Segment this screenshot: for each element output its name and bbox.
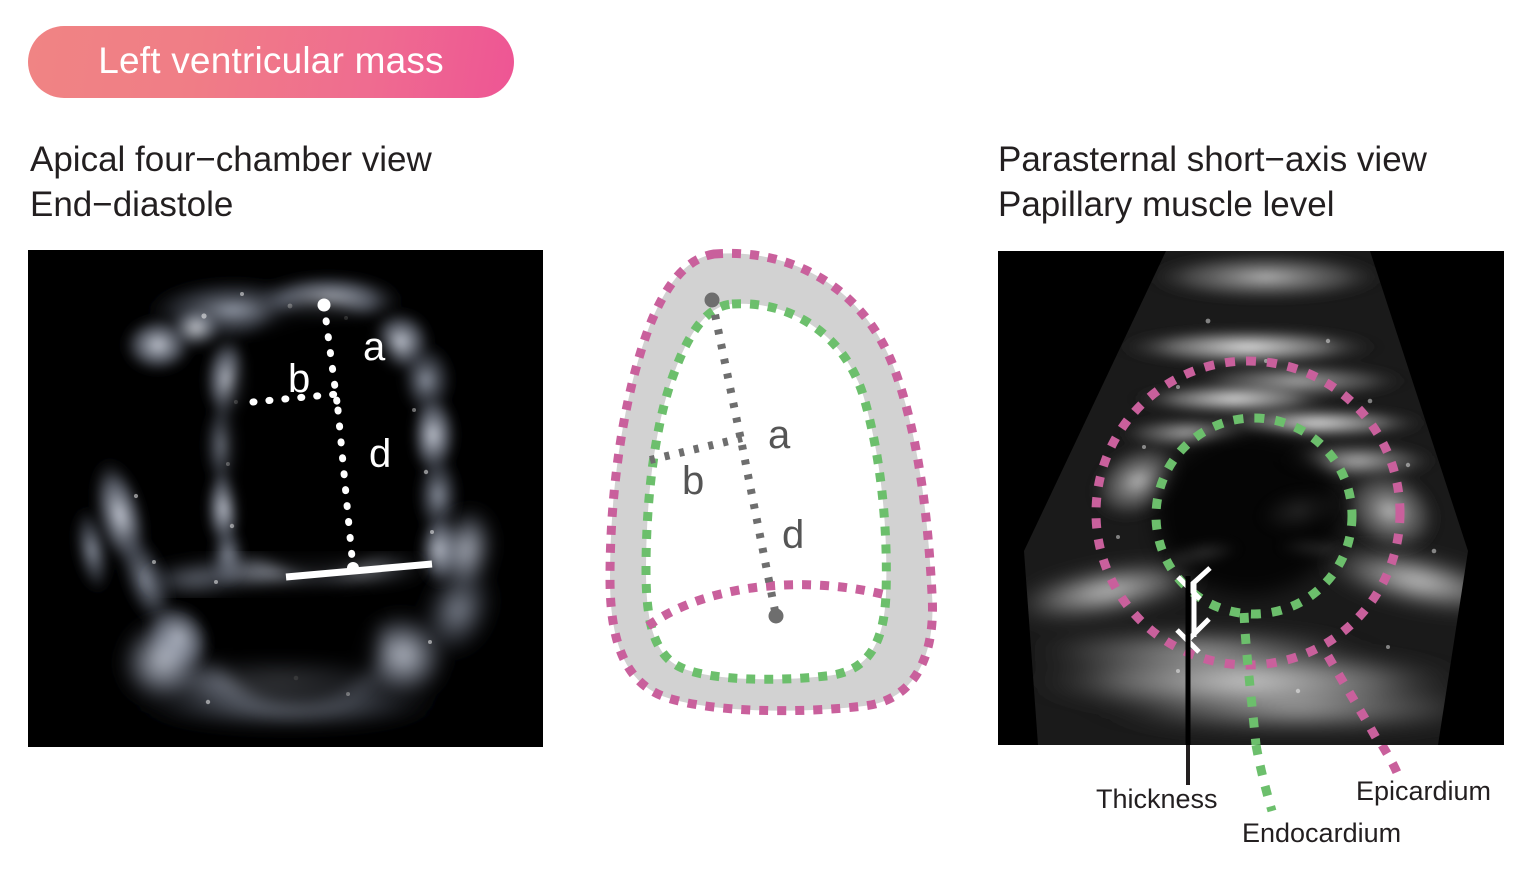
title-badge: Left ventricular mass [28, 26, 514, 98]
callout-label-thickness: Thickness [1096, 784, 1218, 814]
echo-image-parasternal-short-axis [998, 251, 1504, 745]
measurement-line-a [708, 299, 746, 446]
echo-image-apical-four-chamber: a b d [28, 250, 543, 747]
thickness-leader-extension [1186, 745, 1190, 785]
measurement-label-d: d [369, 432, 391, 476]
mitral-annulus-line [285, 560, 433, 581]
endocardium-leader-line [1239, 612, 1261, 745]
echo-tissue-texture [28, 250, 543, 747]
title-badge-label: Left ventricular mass [98, 40, 444, 81]
measurement-endpoint-base [768, 608, 784, 624]
epicardium-leader-line [1324, 653, 1384, 745]
measurement-line-b [649, 434, 743, 464]
measurement-endpoint-apex [317, 298, 331, 312]
epicardium-outline [1091, 356, 1405, 670]
callout-label-endocardium: Endocardium [1242, 818, 1402, 848]
callout-label-epicardium: Epicardium [1356, 776, 1492, 806]
measurement-label-a: a [363, 325, 386, 369]
measurement-endpoint-apex [704, 292, 720, 308]
measurement-label-b: b [288, 357, 310, 401]
endocardium-outline [641, 299, 891, 684]
mitral-annulus-arc [645, 580, 892, 630]
panel-heading-right: Parasternal short−axis view Papillary mu… [998, 140, 1427, 225]
measurement-label-b: b [682, 459, 704, 503]
endocardium-outline [1151, 413, 1357, 619]
measurement-line-b [249, 390, 342, 406]
measurement-line-a [320, 301, 342, 414]
panel-heading-left: Apical four−chamber view End−diastole [30, 140, 432, 225]
epicardium-leader-extension [1378, 745, 1403, 777]
measurement-label-d: d [782, 513, 804, 557]
left-ventricle-schematic: a b d [596, 248, 962, 748]
measurement-label-a: a [768, 413, 791, 457]
measurement-line-d [334, 406, 357, 572]
endocardium-leader-extension [1251, 745, 1277, 813]
measurement-overlay-left [249, 298, 433, 581]
measurement-overlay-middle [649, 292, 784, 624]
